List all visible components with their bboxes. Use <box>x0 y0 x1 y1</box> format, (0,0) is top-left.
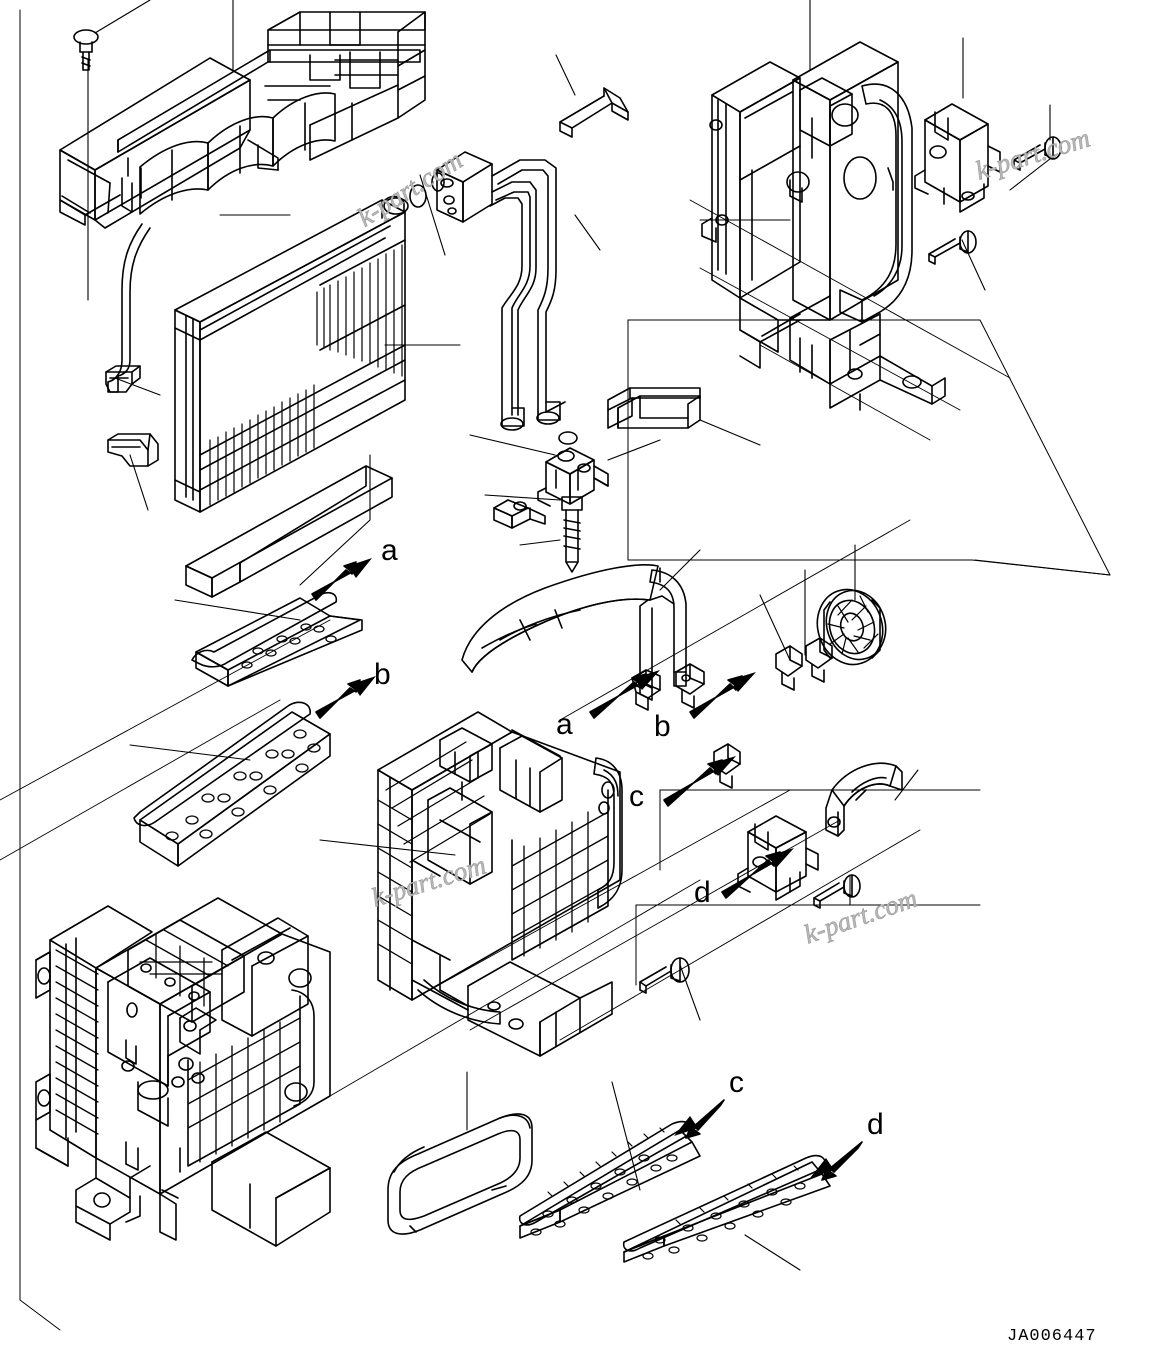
screw-bottom-center <box>639 957 690 994</box>
duct-cover-upper <box>59 11 426 229</box>
arrow-heads <box>348 558 834 1178</box>
expansion-valve <box>537 447 609 507</box>
air-duct-curved <box>461 564 687 701</box>
seal-strip-d <box>622 1154 831 1263</box>
leader-lines <box>87 0 1111 1271</box>
o-ring-center-1 <box>558 431 578 445</box>
callout-d-center: d <box>694 876 711 909</box>
channel-bracket <box>607 387 701 429</box>
clip-bracket-lower <box>107 433 159 467</box>
callout-arrows <box>311 561 863 1181</box>
callout-b-center: b <box>654 710 671 743</box>
drain-hose <box>107 223 151 393</box>
refrigerant-tube-assembly <box>436 151 566 431</box>
callout-b-upper: b <box>374 658 391 691</box>
link-lever-b <box>675 663 705 709</box>
heater-case-center <box>377 711 623 1057</box>
callout-a-center: a <box>556 708 573 741</box>
callout-d-bottom: d <box>867 1108 884 1141</box>
unit-case-assembly <box>35 897 331 1247</box>
o-ring-upper-small <box>409 184 427 208</box>
screw-upper-left <box>73 29 99 71</box>
callout-c-bottom: c <box>729 1066 744 1099</box>
seal-strip-c <box>518 1120 701 1239</box>
construction-lines <box>19 9 1111 1331</box>
callout-c-center: c <box>629 780 644 813</box>
bolt-center <box>561 496 583 573</box>
blower-wheel <box>816 588 887 666</box>
blower-case-right <box>701 41 946 411</box>
seal-strip-b <box>133 701 331 867</box>
seal-strip-a <box>191 592 363 687</box>
link-lever-c <box>775 645 803 691</box>
bracket-flat-bar <box>185 465 393 598</box>
evaporator-core <box>174 195 409 513</box>
callout-a-upper: a <box>381 534 398 567</box>
sensor-bracket <box>493 499 546 529</box>
link-lever-d <box>805 637 833 683</box>
damper-arc <box>825 762 903 837</box>
o-ring-center-2 <box>557 450 575 462</box>
screw-right-lower <box>928 230 977 265</box>
seal-frame-gasket <box>387 1113 533 1235</box>
drawing-number: JA006447 <box>1007 1327 1097 1346</box>
bolt-upper-center <box>559 87 629 138</box>
screw-right-upper <box>1013 136 1062 171</box>
actuator-motor-right <box>914 103 1001 213</box>
clip-bracket-upper <box>105 365 141 393</box>
o-ring-upper-small-2 <box>431 172 445 192</box>
